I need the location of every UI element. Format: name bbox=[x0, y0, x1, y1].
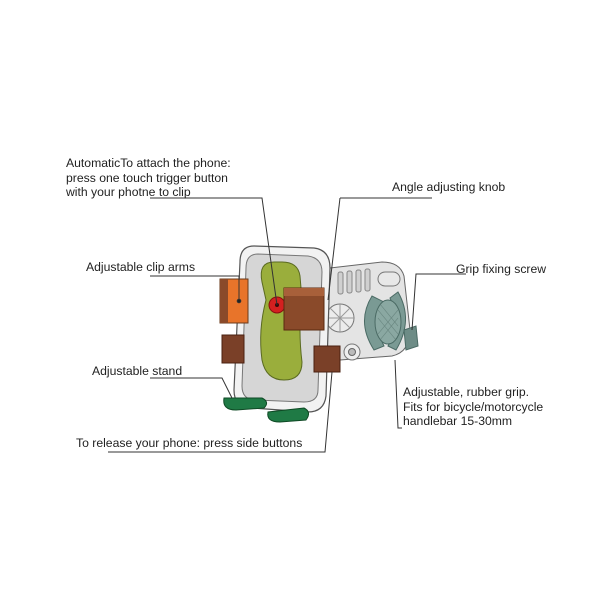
rubber-grip-line-2: Fits for bicycle/motorcycle bbox=[403, 399, 544, 414]
trigger-label-line-3: with your photne to clip bbox=[66, 185, 191, 199]
trigger-label: AutomaticTo attach the phone: press one … bbox=[66, 156, 231, 200]
grip-screw-label: Grip fixing screw bbox=[456, 262, 547, 276]
trigger-label-line-2: press one touch trigger button bbox=[66, 170, 228, 185]
clip-arms bbox=[219, 278, 341, 373]
rubber-grip-line-3: handlebar 15-30mm bbox=[403, 414, 513, 428]
stand-feet bbox=[223, 397, 310, 423]
leader-lines bbox=[108, 197, 466, 453]
rubber-grip-line-1: Adjustable, rubber grip. bbox=[403, 385, 530, 399]
angle-knob-label: Angle adjusting knob bbox=[392, 180, 506, 194]
clip-arms-label: Adjustable clip arms bbox=[86, 260, 196, 274]
release-label: To release your phone: press side button… bbox=[76, 436, 303, 450]
stand-label: Adjustable stand bbox=[92, 364, 183, 378]
trigger-label-line-1: AutomaticTo attach the phone: bbox=[66, 156, 231, 170]
rubber-grip-label: Adjustable, rubber grip. Fits for bicycl… bbox=[403, 385, 543, 429]
handlebar-mount bbox=[317, 261, 419, 361]
